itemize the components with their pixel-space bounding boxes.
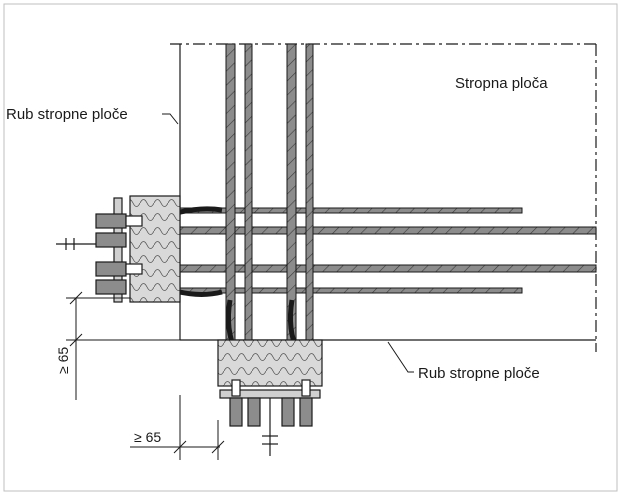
side-bolts: [56, 197, 143, 303]
label-slab-edge-bottom: Rub stropne ploče: [418, 365, 540, 382]
figure-border: [3, 3, 618, 492]
horizontal-bars: [129, 207, 597, 294]
label-slab-edge-top: Rub stropne ploče: [6, 106, 128, 123]
leader-lines: [162, 113, 414, 373]
bottom-insulation: [217, 339, 323, 387]
dimension-horizontal: ≥ 65: [134, 429, 161, 445]
bottom-bolts: [219, 379, 321, 456]
dimension-vertical: ≥ 65: [55, 347, 71, 374]
dimension-lines: [66, 291, 225, 460]
side-insulation: [129, 195, 181, 303]
label-slab: Stropna ploča: [455, 75, 548, 92]
